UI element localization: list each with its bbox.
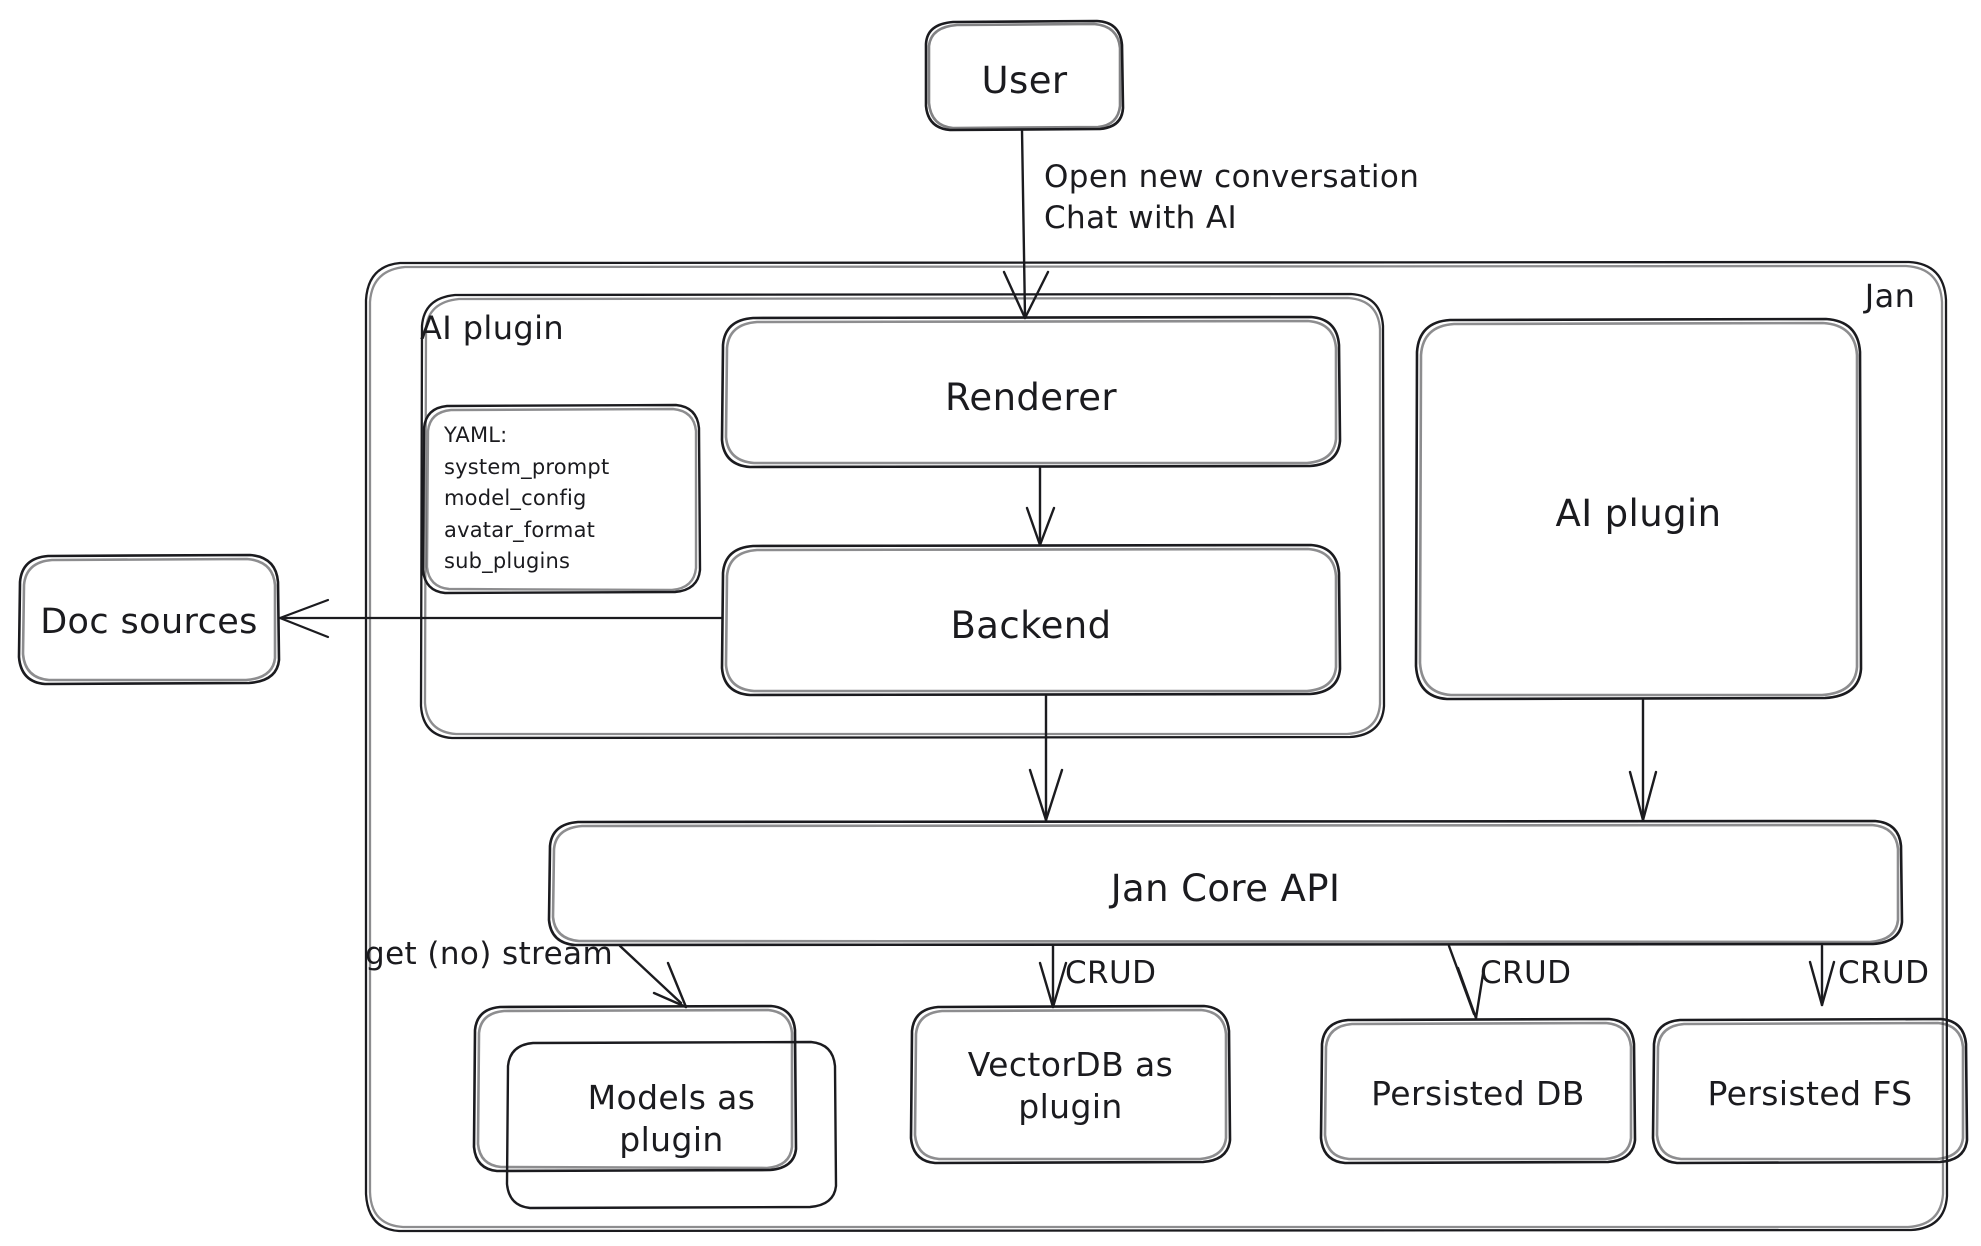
edge-backend-to-jan-core-api [1028,694,1064,822]
edge-api-to-vectordb [1038,944,1068,1009]
persisted-fs-box-stroke [1651,1017,1969,1165]
doc-sources-node[interactable] [19,555,279,684]
doc-sources-box-stroke [17,553,281,686]
edge-api-to-persisted-fs [1808,944,1836,1007]
backend-node[interactable] [722,545,1340,695]
edge-user-to-renderer [1002,128,1050,320]
renderer-box-stroke [720,315,1342,469]
models-as-plugin-node[interactable] [474,1006,836,1208]
ai-plugin-box-stroke [1414,317,1863,701]
models-outer-box-stroke [472,1004,798,1173]
models-inner-box-stroke [505,1040,838,1210]
yaml-note-stroke [421,403,702,595]
persisted-db-node[interactable] [1321,1019,1635,1163]
jan-container-stroke [364,260,1949,1233]
user-node[interactable] [926,21,1123,130]
edge-renderer-to-backend [1025,466,1056,547]
user-box-stroke [924,19,1125,132]
ai-plugin-group-stroke [419,292,1386,740]
persisted-db-box-stroke [1319,1017,1637,1165]
edge-api-to-models [618,944,688,1009]
backend-box-stroke [720,543,1342,697]
edge-api-to-persisted-db [1447,944,1485,1020]
jan-core-api-box-stroke [547,819,1904,947]
edge-backend-to-doc-sources [278,598,724,639]
renderer-node[interactable] [722,317,1340,467]
ai-plugin-node[interactable] [1416,319,1861,699]
edge-ai-plugin-to-jan-core-api [1628,698,1658,822]
yaml-note[interactable] [423,405,700,593]
vectordb-as-plugin-node[interactable] [911,1006,1230,1163]
vectordb-box-stroke [909,1004,1232,1165]
jan-core-api-node[interactable] [549,821,1902,945]
persisted-fs-node[interactable] [1653,1019,1967,1163]
